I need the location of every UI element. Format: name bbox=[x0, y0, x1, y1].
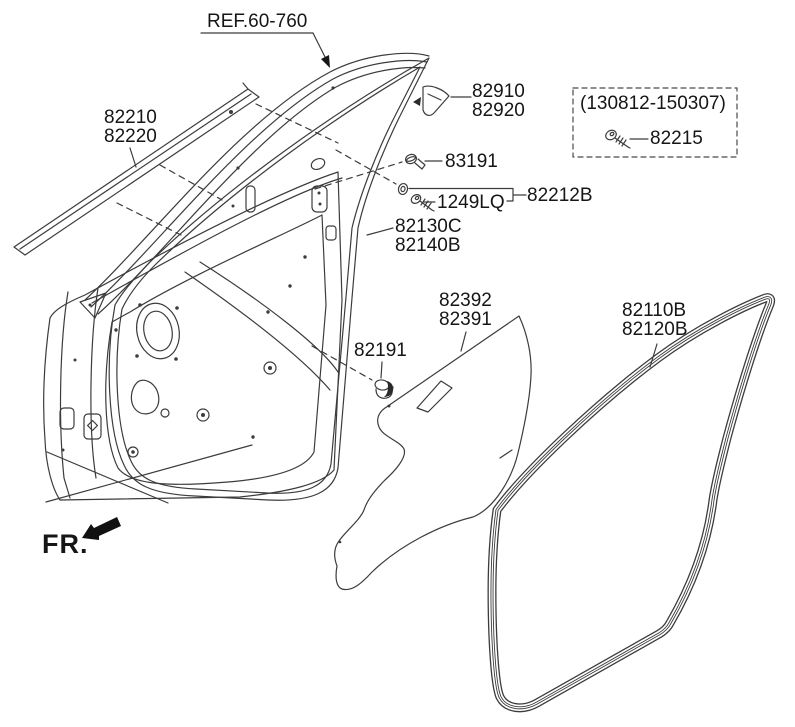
belt-moulding-drawing bbox=[13, 82, 260, 256]
fr-arrow-icon bbox=[82, 517, 121, 540]
part-number: 82392 bbox=[439, 290, 492, 311]
front-direction-label: FR. bbox=[42, 529, 89, 559]
part-number: 82110B bbox=[622, 300, 687, 321]
body-weatherstrip-drawing bbox=[487, 293, 776, 713]
part-number: 82220 bbox=[104, 126, 157, 147]
grommet-icon bbox=[397, 182, 409, 196]
part-number: 82140B bbox=[395, 235, 461, 256]
label-water-shield: 82392 82391 bbox=[439, 291, 492, 329]
door-weatherstrip-drawing bbox=[108, 57, 430, 501]
label-validity-screw: 82215 bbox=[650, 128, 703, 149]
part-number: 82910 bbox=[472, 81, 525, 102]
label-belt-weatherstrip: 82210 82220 bbox=[104, 108, 157, 146]
dashed-alignment-lines bbox=[116, 103, 403, 381]
delta-garnish-icon bbox=[413, 85, 450, 116]
label-clip: 82191 bbox=[354, 340, 407, 361]
label-door-weatherstrip: 82130C 82140B bbox=[395, 217, 462, 255]
validity-box bbox=[572, 87, 738, 158]
part-number: 82920 bbox=[472, 100, 525, 121]
label-delta-garnish: 82910 82920 bbox=[472, 82, 525, 120]
label-opening-weatherstrip: 82110B 82120B bbox=[622, 301, 688, 339]
fastener-icons bbox=[374, 85, 631, 399]
screw-icon-1249lq bbox=[410, 194, 435, 212]
screw-icon-82215 bbox=[605, 129, 631, 149]
label-pin: 83191 bbox=[445, 151, 498, 172]
pin-icon bbox=[405, 153, 426, 170]
door-panel-drawing bbox=[43, 157, 343, 504]
label-screw: 1249LQ bbox=[437, 192, 505, 213]
part-number: 82130C bbox=[395, 216, 462, 237]
ref-callout-label: REF.60-760 bbox=[207, 11, 308, 32]
part-number: 82120B bbox=[622, 319, 688, 340]
clip-icon bbox=[374, 379, 394, 399]
label-validity-range: (130812-150307) bbox=[580, 93, 726, 114]
label-screw-group: 82212B bbox=[527, 185, 593, 206]
water-shield-drawing bbox=[334, 315, 532, 591]
part-number: 82391 bbox=[439, 309, 492, 330]
part-number: 82210 bbox=[104, 107, 157, 128]
leader-lines bbox=[129, 32, 658, 379]
ref-arrowhead bbox=[321, 55, 330, 68]
